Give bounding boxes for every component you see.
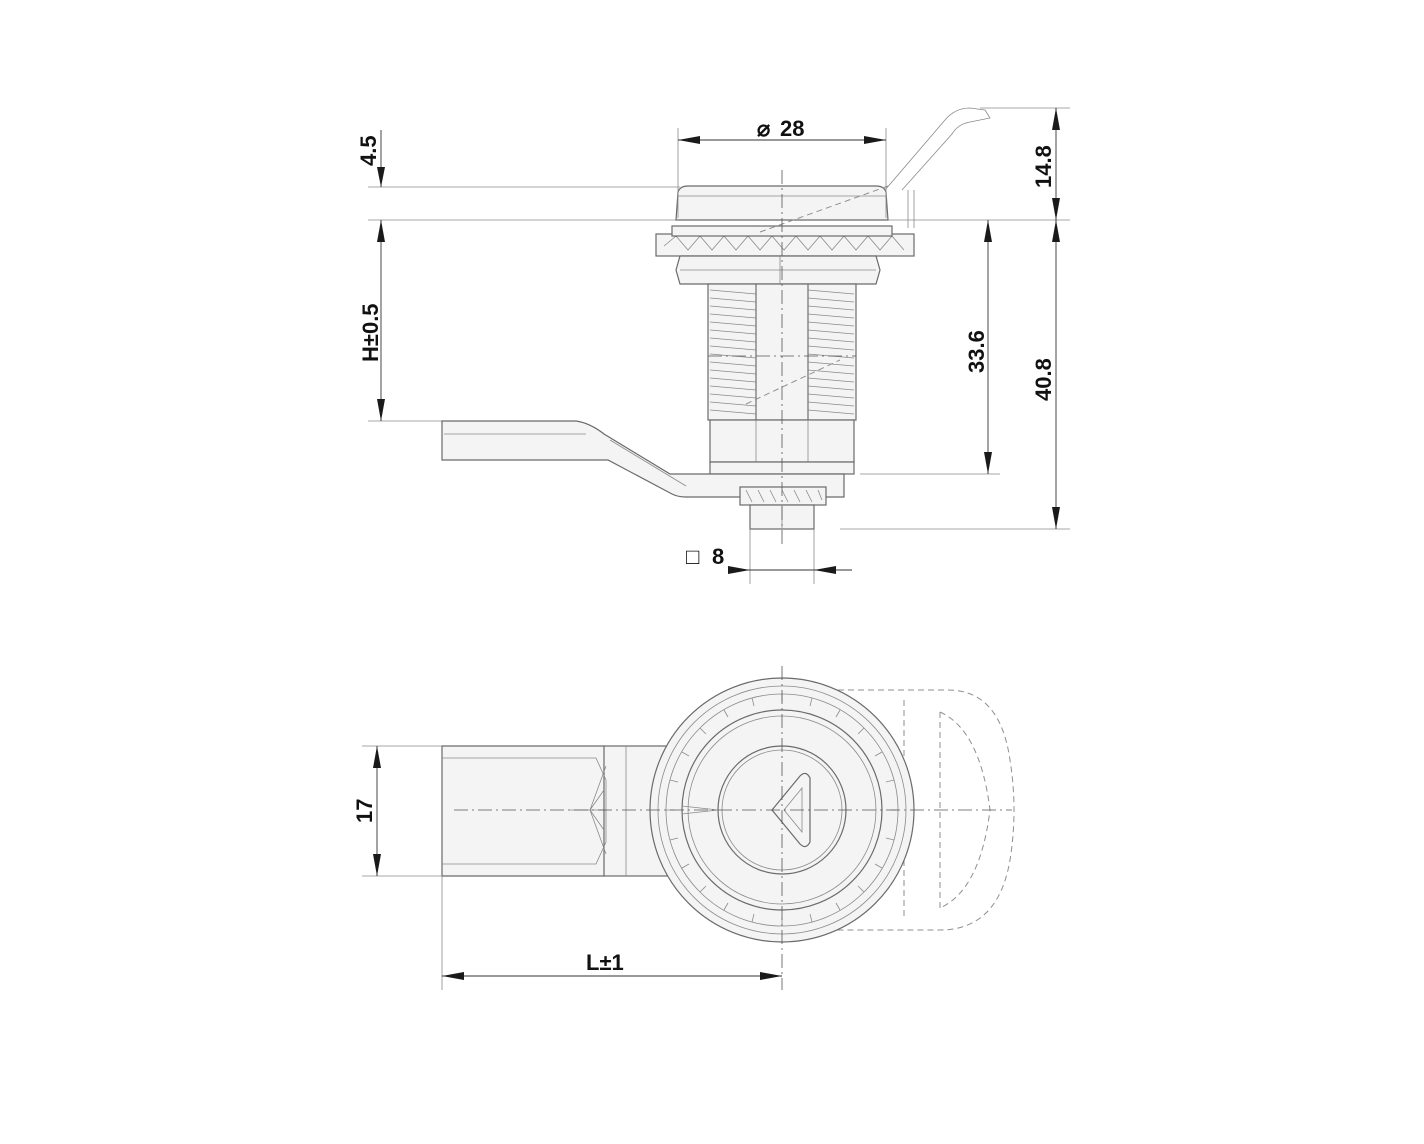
handle-rotated	[828, 689, 1015, 931]
diameter-label: 28	[780, 116, 804, 141]
h-tolerance-label: H±0.5	[358, 303, 383, 362]
cam-width-label: 17	[352, 799, 377, 823]
cam-width-dimension: 17	[352, 745, 442, 877]
total-length-dimension: 40.8	[1031, 220, 1060, 529]
handle-height-dimension: 14.8	[1031, 108, 1060, 220]
serration-ticks	[666, 694, 898, 926]
top-view: 17 L±1	[352, 666, 1015, 990]
l-tolerance-label: L±1	[586, 950, 624, 975]
diameter-dimension: ⌀ 28	[677, 116, 887, 218]
body-length-dimension: 33.6	[964, 220, 992, 474]
square-label: 8	[712, 544, 724, 569]
square-spindle	[739, 486, 827, 506]
square-dimension: □ 8	[686, 529, 852, 584]
cam-arm-top	[441, 745, 613, 877]
handle-height-label: 14.8	[1031, 145, 1056, 188]
cap-height-dimension: 4.5	[356, 130, 385, 187]
cam-arm	[441, 420, 845, 498]
diameter-symbol: ⌀	[757, 116, 771, 141]
total-length-label: 40.8	[1031, 358, 1056, 401]
square-symbol: □	[686, 544, 699, 569]
l-dimension: L±1	[441, 876, 782, 990]
body-length-label: 33.6	[964, 330, 989, 373]
handle-raised	[884, 107, 991, 191]
cap-height-label: 4.5	[356, 135, 381, 166]
side-view: ⌀ 28 4.5 H±0.5 14.8 33.6	[356, 107, 1070, 584]
h-dimension: H±0.5	[358, 220, 385, 421]
